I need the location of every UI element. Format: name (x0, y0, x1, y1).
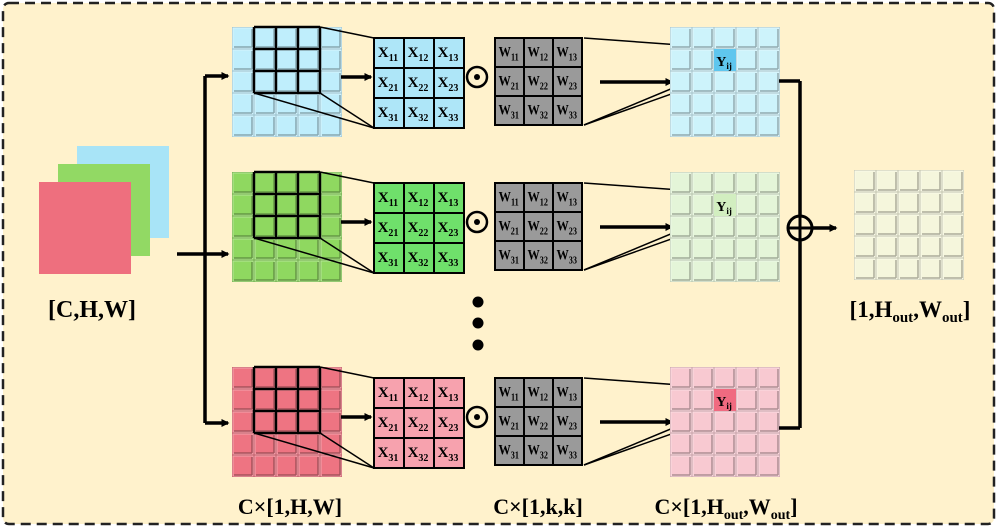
w-matrix-green-cell: W22 (527, 217, 548, 236)
split-arrows (177, 72, 230, 427)
w-matrix-green-cell: W33 (556, 246, 577, 265)
receptive-window-blue (252, 25, 322, 95)
x-matrix-red-cell: X21 (378, 415, 399, 434)
x-matrix-red-cell: X11 (378, 385, 398, 404)
w-matrix-red-cell: W31 (498, 441, 519, 460)
output-cell-highlight-blue (714, 49, 736, 71)
projection-lines-blue (253, 26, 375, 129)
x-matrix-red-cell: X23 (438, 415, 459, 434)
w-matrix-red-cell: W22 (527, 412, 548, 431)
receptive-window-green (252, 170, 322, 240)
w-matrix-green-cell: W21 (498, 217, 519, 236)
w-matrix-blue-cell: W31 (498, 101, 519, 120)
output-cell-highlight-green (714, 194, 736, 216)
per-channel-output-label: C×[1,Hout,Wout] (654, 494, 797, 523)
x-matrix-green-cell: X21 (378, 220, 399, 239)
x-matrix-blue-cell: X33 (438, 105, 459, 124)
w-matrix-green-cell: W23 (556, 217, 577, 236)
x-matrix-red-cell: X12 (408, 385, 429, 404)
x-matrix-green-cell: X31 (378, 250, 399, 269)
input-channel-red (39, 182, 131, 274)
channel-output-grid-red (670, 367, 780, 477)
w-matrix-green-cell: W13 (556, 188, 577, 207)
multiply-operator-green (465, 210, 489, 234)
channel-input-grid-green (232, 172, 342, 282)
x-matrix-blue-cell: X13 (438, 45, 459, 64)
x-matrix-green-cell: X12 (408, 190, 429, 209)
x-matrix-red-cell: X22 (408, 415, 429, 434)
input-label: [C,H,W] (48, 297, 136, 323)
output-cell-label-red: Yij (716, 395, 732, 411)
multiply-operator-red (465, 405, 489, 429)
w-matrix-blue-cell: W23 (556, 72, 577, 91)
channel-output-grid-blue (670, 27, 780, 137)
channel-input-grid-blue (232, 27, 342, 137)
merge-lines (779, 79, 838, 430)
split-label: C×[1,H,W] (238, 494, 342, 519)
w-matrix-red-cell: W11 (499, 383, 519, 402)
w-matrix-red-cell: W21 (498, 412, 519, 431)
final-output-grid (854, 170, 964, 280)
w-matrix-blue-cell: W11 (499, 43, 519, 62)
x-matrix-green-cell: X32 (408, 250, 429, 269)
kernels-label: C×[1,k,k] (493, 494, 583, 519)
multiply-operator-blue (465, 65, 489, 89)
ellipsis-dots (472, 296, 484, 351)
channel-output-grid-green (670, 172, 780, 282)
x-matrix-green-cell: X23 (438, 220, 459, 239)
receptive-window-red (252, 365, 322, 435)
channel-input-grid-red (232, 367, 342, 477)
w-matrix-red-cell: W13 (556, 383, 577, 402)
w-matrix-blue-cell: W22 (527, 72, 548, 91)
w-matrix-green-cell: W12 (527, 188, 548, 207)
output-label: [1,Hout,Wout] (850, 297, 971, 326)
sum-operator (786, 214, 814, 242)
output-cell-highlight-red (714, 389, 736, 411)
x-matrix-green-cell: X33 (438, 250, 459, 269)
x-matrix-blue-cell: X32 (408, 105, 429, 124)
projection-lines-green (253, 171, 375, 274)
w-matrix-green-cell: W31 (498, 246, 519, 265)
x-matrix-blue-cell: X12 (408, 45, 429, 64)
x-matrix-green-cell: X13 (438, 190, 459, 209)
w-matrix-red-cell: W32 (527, 441, 548, 460)
w-matrix-blue-cell: W21 (498, 72, 519, 91)
output-cell-label-blue: Yij (716, 55, 732, 71)
x-matrix-blue-cell: X21 (378, 75, 399, 94)
x-matrix-green-cell: X11 (378, 190, 398, 209)
w-matrix-green-cell: W32 (527, 246, 548, 265)
x-matrix-green-cell: X22 (408, 220, 429, 239)
x-matrix-blue-cell: X11 (378, 45, 398, 64)
w-matrix-blue-cell: W13 (556, 43, 577, 62)
w-matrix-blue-cell: W12 (527, 43, 548, 62)
x-matrix-red-cell: X13 (438, 385, 459, 404)
x-matrix-red-cell: X33 (438, 445, 459, 464)
w-matrix-green-cell: W11 (499, 188, 519, 207)
x-matrix-blue-cell: X23 (438, 75, 459, 94)
w-matrix-red-cell: W12 (527, 383, 548, 402)
output-cell-label-green: Yij (716, 200, 732, 216)
x-matrix-blue-cell: X22 (408, 75, 429, 94)
w-matrix-blue-cell: W32 (527, 101, 548, 120)
w-matrix-red-cell: W33 (556, 441, 577, 460)
x-matrix-blue-cell: X31 (378, 105, 399, 124)
input-tensor (39, 146, 169, 274)
w-matrix-blue-cell: W33 (556, 101, 577, 120)
x-matrix-red-cell: X32 (408, 445, 429, 464)
projection-lines-red (253, 366, 375, 469)
x-matrix-red-cell: X31 (378, 445, 399, 464)
w-matrix-red-cell: W23 (556, 412, 577, 431)
